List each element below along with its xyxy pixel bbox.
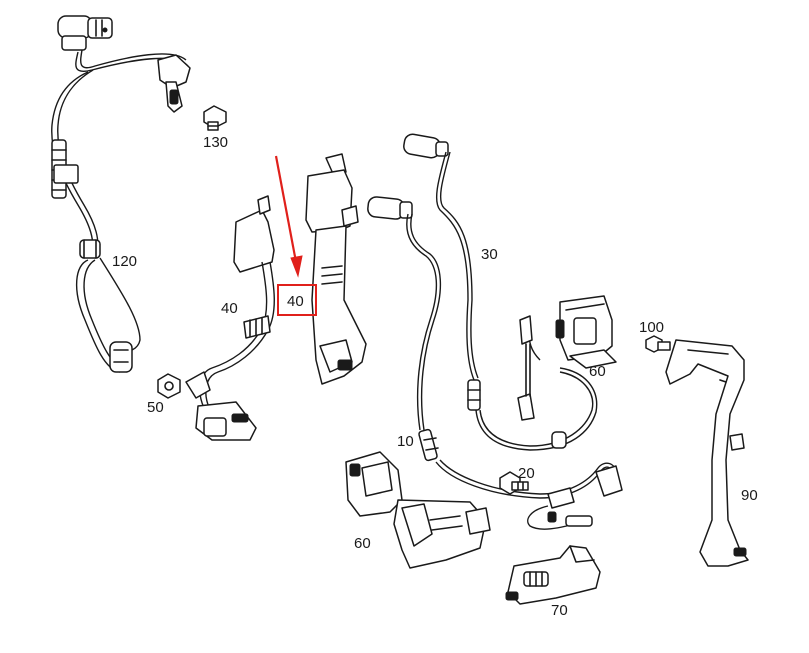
label-90: 90 [741, 487, 758, 504]
label-60-left: 60 [354, 535, 371, 552]
part-30-sensor-wire [403, 133, 598, 451]
label-120: 120 [112, 253, 137, 270]
part-130-bolt-icon [203, 105, 227, 131]
part-40-bracket [305, 153, 367, 385]
part-100-bolt-icon [645, 335, 671, 353]
part-60-right-bracket [555, 295, 617, 369]
label-50: 50 [147, 399, 164, 416]
label-60-right: 60 [589, 363, 606, 380]
part-120-wiring-harness [51, 15, 191, 373]
label-70: 70 [551, 602, 568, 619]
highlight-arrow [274, 155, 303, 278]
bottom-plug-icon [109, 341, 133, 373]
label-40-highlight: 40 [287, 293, 304, 310]
part-40-left-bracket [185, 195, 275, 441]
label-30: 30 [481, 246, 498, 263]
part-90-bracket [665, 339, 749, 567]
part-20-bolt-icon [499, 471, 529, 495]
label-40-left: 40 [221, 300, 238, 317]
highlight-box [277, 284, 317, 316]
label-100: 100 [639, 319, 664, 336]
corrugated-sleeve-icon [51, 139, 79, 199]
part-60-left-bracket [345, 451, 491, 569]
part-50-nut-icon [157, 373, 181, 399]
grommet-icon [79, 239, 101, 259]
connector-plug-icon [57, 15, 113, 51]
sensor-connector-icon [157, 54, 191, 113]
label-20: 20 [518, 465, 535, 482]
part-70-bracket [505, 545, 601, 605]
label-130: 130 [203, 134, 228, 151]
label-10: 10 [397, 433, 414, 450]
part-10-sensor-wire [367, 196, 623, 530]
